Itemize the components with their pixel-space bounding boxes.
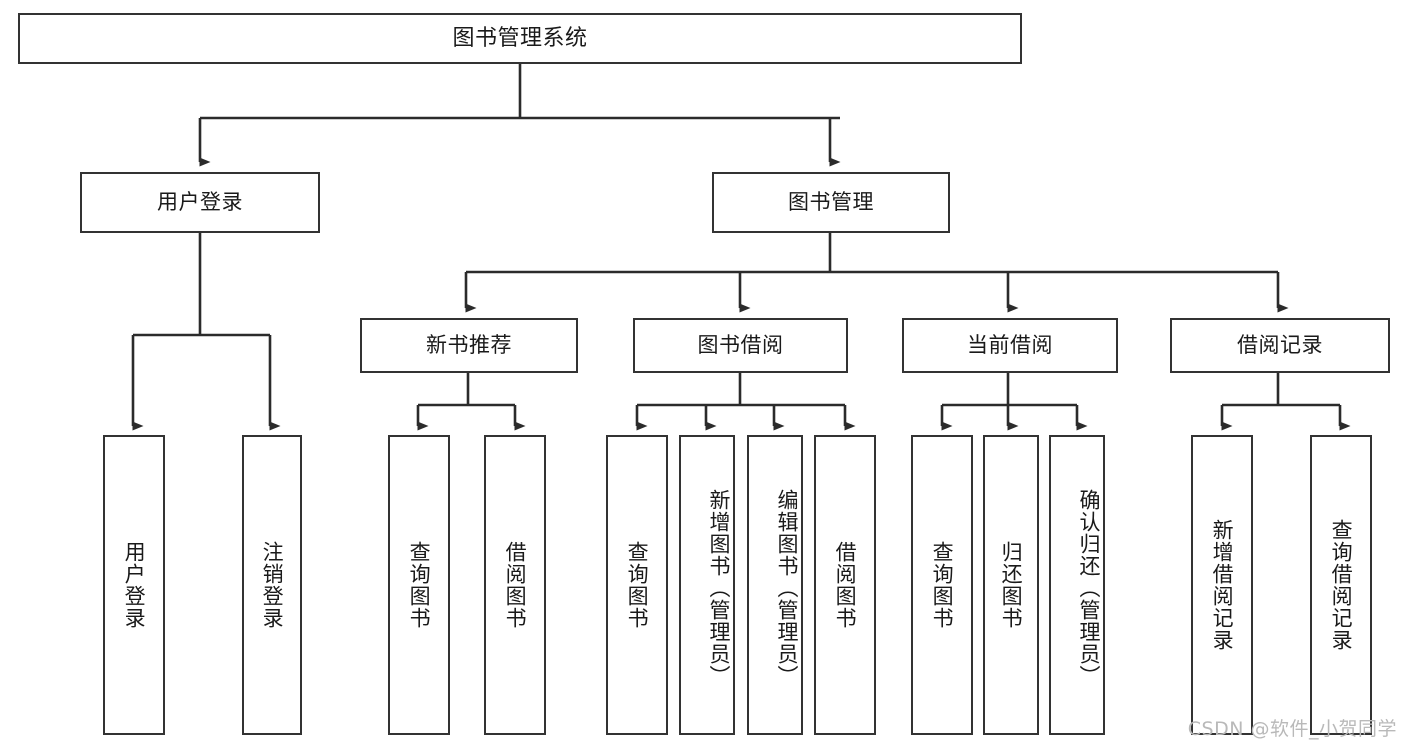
leaf-user-login[interactable]: 用户登录 (103, 435, 165, 735)
leaf-add-borrow-record[interactable]: 新增借阅记录 (1191, 435, 1253, 735)
leaf-logout[interactable]: 注销登录 (242, 435, 302, 735)
node-book-borrow[interactable]: 图书借阅 (633, 318, 848, 373)
node-user-login[interactable]: 用户登录 (80, 172, 320, 233)
leaf-edit-book-admin[interactable]: 编辑图书（管理员） (747, 435, 803, 735)
leaf-confirm-return-admin[interactable]: 确认归还（管理员） (1049, 435, 1105, 735)
watermark: CSDN @软件_小贺同学 (1187, 718, 1397, 740)
leaf-query-book-recommend[interactable]: 查询图书 (388, 435, 450, 735)
node-book-management[interactable]: 图书管理 (712, 172, 950, 233)
leaf-add-book-admin[interactable]: 新增图书（管理员） (679, 435, 735, 735)
leaf-return-book[interactable]: 归还图书 (983, 435, 1039, 735)
node-borrow-record[interactable]: 借阅记录 (1170, 318, 1390, 373)
leaf-query-book-borrow[interactable]: 查询图书 (606, 435, 668, 735)
leaf-borrow-book-recommend[interactable]: 借阅图书 (484, 435, 546, 735)
node-root[interactable]: 图书管理系统 (18, 13, 1022, 64)
node-new-book-recommend[interactable]: 新书推荐 (360, 318, 578, 373)
node-current-borrow[interactable]: 当前借阅 (902, 318, 1118, 373)
leaf-query-borrow-record[interactable]: 查询借阅记录 (1310, 435, 1372, 735)
leaf-query-book-current[interactable]: 查询图书 (911, 435, 973, 735)
leaf-borrow-book[interactable]: 借阅图书 (814, 435, 876, 735)
